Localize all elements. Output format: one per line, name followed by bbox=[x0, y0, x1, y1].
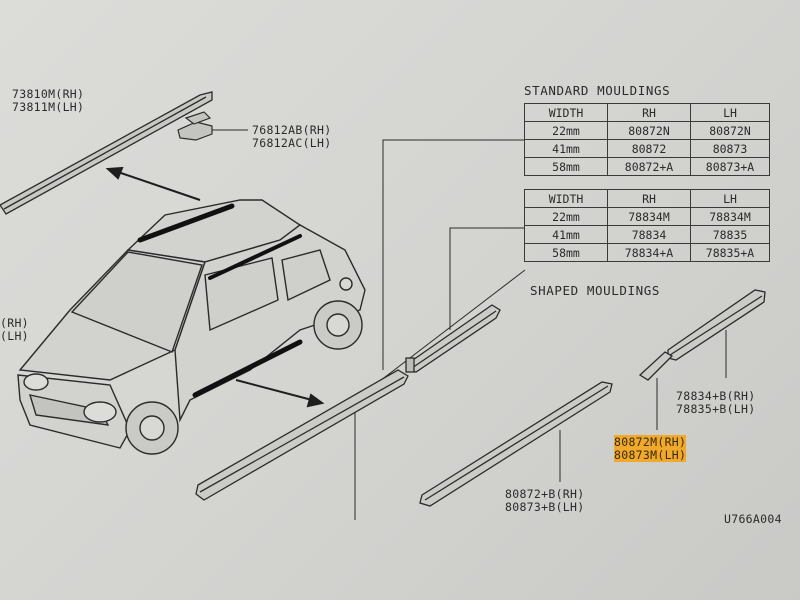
table-cell: 80872+A bbox=[607, 157, 691, 176]
table-row: 22mm 80872N 80872N bbox=[524, 121, 770, 140]
table-header-row: WIDTH RH LH bbox=[524, 189, 770, 208]
standard-mouldings-table-1: WIDTH RH LH 22mm 80872N 80872N 41mm 8087… bbox=[524, 103, 770, 176]
car-moulding-marks bbox=[137, 203, 303, 398]
table-header-rh: RH bbox=[607, 103, 691, 122]
table-cell: 80872N bbox=[607, 121, 691, 140]
table-cell: 80872N bbox=[690, 121, 770, 140]
table-header-rh: RH bbox=[607, 189, 691, 208]
table-cell: 41mm bbox=[524, 225, 608, 244]
table-cell: 80872 bbox=[607, 139, 691, 158]
arrow-roof bbox=[105, 166, 201, 201]
arrow-side bbox=[235, 379, 325, 408]
shaped-mid-rh-label: 80872M(RH) bbox=[614, 435, 687, 449]
table-header-width: WIDTH bbox=[524, 189, 608, 208]
table-cell: 78835+A bbox=[690, 243, 770, 262]
table-cell: 58mm bbox=[524, 157, 608, 176]
roof-moulding bbox=[0, 91, 213, 215]
clip-part bbox=[177, 111, 213, 141]
shaped-moulding-upper bbox=[638, 289, 766, 381]
left-rh-label: (RH) bbox=[0, 316, 29, 330]
shaped-mid-lh-label: 80873M(LH) bbox=[614, 448, 687, 462]
table-cell: 78834 bbox=[607, 225, 691, 244]
table-cell: 80873 bbox=[690, 139, 770, 158]
shaped-upper-lh-label: 78835+B(LH) bbox=[676, 402, 756, 416]
roof-moulding-lh-label: 73811M(LH) bbox=[12, 100, 85, 114]
table-cell: 78834+A bbox=[607, 243, 691, 262]
table-row: 41mm 80872 80873 bbox=[524, 139, 770, 158]
table-cell: 22mm bbox=[524, 121, 608, 140]
highlight-part-number: 80873M(LH) bbox=[614, 448, 687, 462]
side-moulding-rear bbox=[405, 304, 501, 373]
shaped-mouldings-title: SHAPED MOULDINGS bbox=[530, 283, 661, 298]
shaped-moulding-lower bbox=[419, 381, 613, 507]
table-cell: 41mm bbox=[524, 139, 608, 158]
standard-mouldings-table-2: WIDTH RH LH 22mm 78834M 78834M 41mm 7883… bbox=[524, 189, 770, 262]
clip-rh-label: 76812AB(RH) bbox=[252, 123, 332, 137]
table-cell: 78834M bbox=[607, 207, 691, 226]
roof-moulding-rh-label: 73810M(RH) bbox=[12, 87, 85, 101]
table-cell: 78835 bbox=[690, 225, 770, 244]
clip-lh-label: 76812AC(LH) bbox=[252, 136, 332, 150]
table-header-lh: LH bbox=[690, 189, 770, 208]
highlight-part-number: 80872M(RH) bbox=[614, 435, 687, 449]
table-row: 58mm 78834+A 78835+A bbox=[524, 243, 770, 262]
table-cell: 80873+A bbox=[690, 157, 770, 176]
table-row: 41mm 78834 78835 bbox=[524, 225, 770, 244]
table-cell: 78834M bbox=[690, 207, 770, 226]
table-header-width: WIDTH bbox=[524, 103, 608, 122]
standard-mouldings-title: STANDARD MOULDINGS bbox=[524, 83, 671, 98]
table-row: 58mm 80872+A 80873+A bbox=[524, 157, 770, 176]
car-body bbox=[17, 199, 366, 455]
shaped-lower-rh-label: 80872+B(RH) bbox=[505, 487, 585, 501]
figure-code: U766A004 bbox=[724, 512, 782, 526]
table-header-lh: LH bbox=[690, 103, 770, 122]
left-lh-label: (LH) bbox=[0, 329, 29, 343]
side-moulding-long bbox=[195, 369, 409, 501]
table-header-row: WIDTH RH LH bbox=[524, 103, 770, 122]
table-row: 22mm 78834M 78834M bbox=[524, 207, 770, 226]
shaped-upper-rh-label: 78834+B(RH) bbox=[676, 389, 756, 403]
shaped-lower-lh-label: 80873+B(LH) bbox=[505, 500, 585, 514]
table-cell: 58mm bbox=[524, 243, 608, 262]
table-cell: 22mm bbox=[524, 207, 608, 226]
